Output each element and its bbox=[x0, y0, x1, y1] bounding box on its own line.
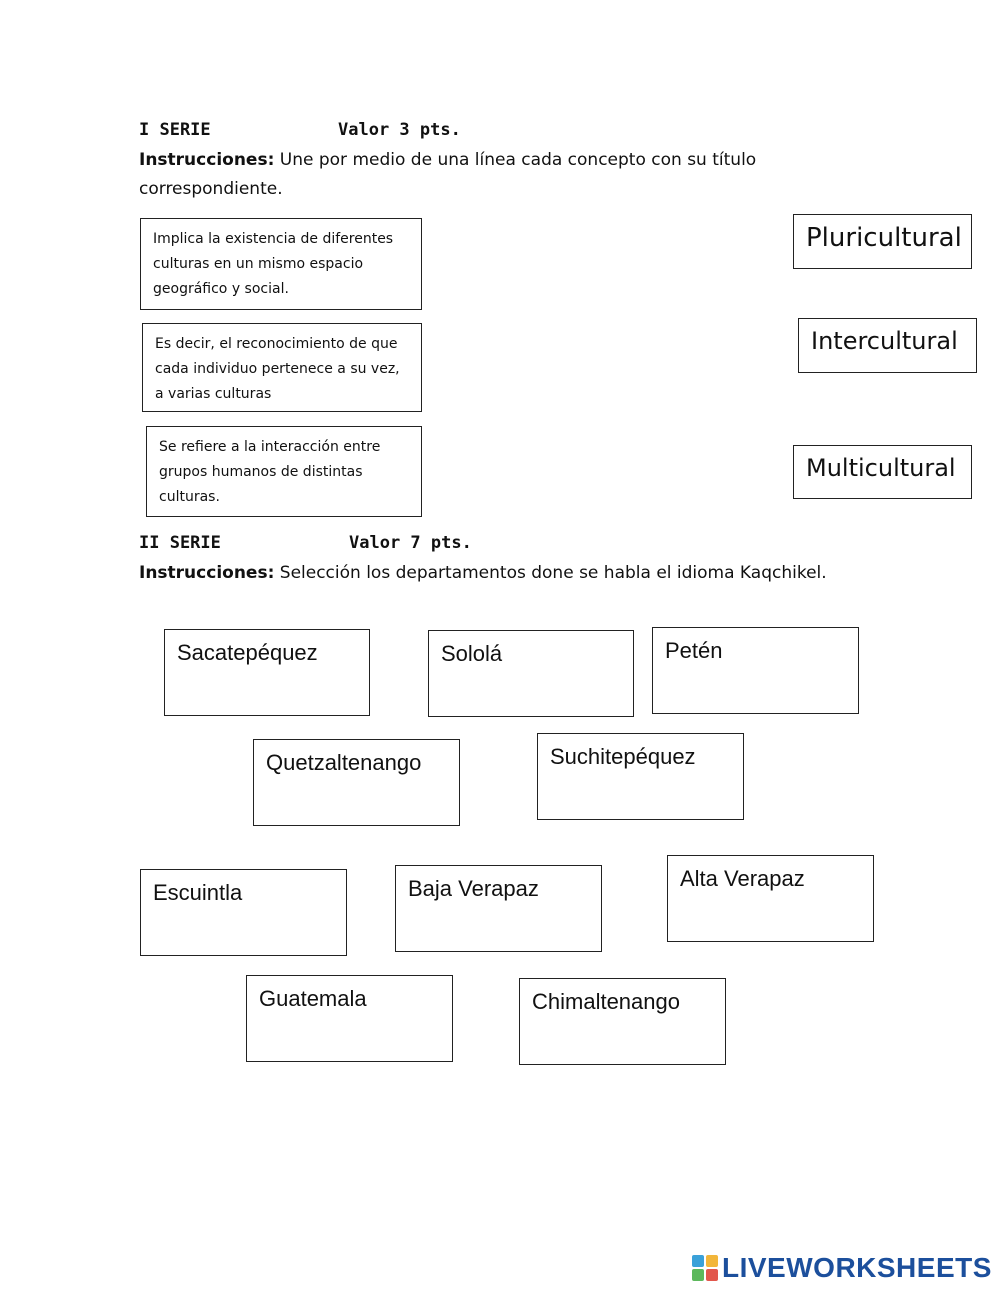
logo-square-3 bbox=[692, 1269, 704, 1281]
serie1-value: Valor 3 pts. bbox=[338, 120, 461, 140]
serie2-instructions-label: Instrucciones: bbox=[139, 563, 275, 583]
serie1-instructions-label: Instrucciones: bbox=[139, 150, 275, 170]
serie2-label: II SERIE bbox=[139, 533, 221, 553]
title-box-intercultural[interactable]: Intercultural bbox=[798, 318, 977, 373]
dept-box-alta-verapaz[interactable]: Alta Verapaz bbox=[667, 855, 874, 942]
serie1-label: I SERIE bbox=[139, 120, 211, 140]
dept-box-chimaltenango[interactable]: Chimaltenango bbox=[519, 978, 726, 1065]
dept-box-sacatepequez[interactable]: Sacatepéquez bbox=[164, 629, 370, 716]
dept-box-baja-verapaz[interactable]: Baja Verapaz bbox=[395, 865, 602, 952]
serie2-instructions-text: Selección los departamentos done se habl… bbox=[279, 563, 827, 583]
logo-square-4 bbox=[706, 1269, 718, 1281]
dept-box-solola[interactable]: Sololá bbox=[428, 630, 634, 717]
concept-box-3[interactable]: Se refiere a la interacción entre grupos… bbox=[146, 426, 422, 517]
serie1-instructions-text-2: correspondiente. bbox=[139, 179, 283, 199]
concept-box-2[interactable]: Es decir, el reconocimiento de que cada … bbox=[142, 323, 422, 412]
logo-square-1 bbox=[692, 1255, 704, 1267]
dept-box-peten[interactable]: Petén bbox=[652, 627, 859, 714]
serie2-instructions: Instrucciones: Selección los departament… bbox=[139, 559, 939, 588]
serie1-instructions-text: Une por medio de una línea cada concepto… bbox=[279, 150, 757, 170]
logo-square-2 bbox=[706, 1255, 718, 1267]
dept-box-guatemala[interactable]: Guatemala bbox=[246, 975, 453, 1062]
serie1-instructions: Instrucciones: Une por medio de una líne… bbox=[139, 146, 839, 204]
serie2-value: Valor 7 pts. bbox=[349, 533, 472, 553]
title-box-pluricultural[interactable]: Pluricultural bbox=[793, 214, 972, 269]
concept-box-1[interactable]: Implica la existencia de diferentes cult… bbox=[140, 218, 422, 310]
title-box-multicultural[interactable]: Multicultural bbox=[793, 445, 972, 499]
dept-box-quetzaltenango[interactable]: Quetzaltenango bbox=[253, 739, 460, 826]
dept-box-escuintla[interactable]: Escuintla bbox=[140, 869, 347, 956]
logo-text: LIVEWORKSHEETS bbox=[722, 1252, 992, 1283]
logo-mark-icon bbox=[692, 1255, 718, 1281]
dept-box-suchitepequez[interactable]: Suchitepéquez bbox=[537, 733, 744, 820]
liveworksheets-logo: LIVEWORKSHEETS bbox=[692, 1252, 992, 1284]
